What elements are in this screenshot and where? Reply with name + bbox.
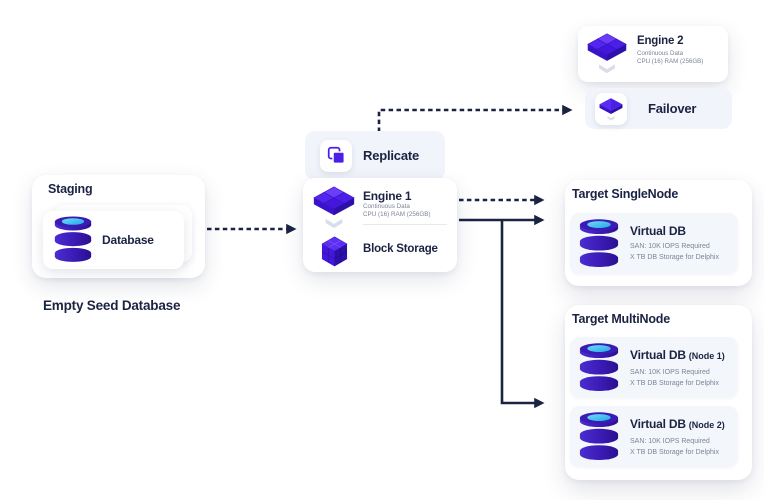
staging-caption: Empty Seed Database [43, 298, 181, 313]
target-multinode-panel: Target MultiNode Virtual DB(Node 1) SAN:… [565, 305, 752, 480]
block-storage-label: Block Storage [363, 243, 438, 255]
target-singlenode-panel: Target SingleNode Virtual DB SAN: 10K IO… [565, 180, 752, 286]
failover-label: Failover [648, 101, 697, 116]
virtualdb-single-line2: X TB DB Storage for Delphix [630, 253, 719, 261]
engine1-subtitle2: CPU (16) RAM (256GB) [363, 211, 431, 218]
target-multinode-title: Target MultiNode [572, 312, 670, 326]
virtualdb-node1-title-row: Virtual DB(Node 1) [630, 346, 725, 364]
database-cylinder-icon [54, 216, 92, 262]
virtualdb-node1-title: Virtual DB [630, 348, 686, 363]
virtualdb-node1-card: Virtual DB(Node 1) SAN: 10K IOPS Require… [570, 337, 738, 398]
virtualdb-node2-text: Virtual DB(Node 2) SAN: 10K IOPS Require… [630, 415, 725, 457]
database-cylinder-icon [579, 411, 619, 460]
failover-icon-tile [595, 92, 627, 125]
virtualdb-node1-line1: SAN: 10K IOPS Required [630, 369, 710, 377]
replicate-label: Replicate [363, 148, 420, 163]
virtualdb-single-title: Virtual DB [630, 224, 686, 239]
staging-db-card: Database [43, 211, 184, 269]
virtualdb-node2-line2: X TB DB Storage for Delphix [630, 448, 719, 456]
virtualdb-node2-line1: SAN: 10K IOPS Required [630, 438, 710, 446]
engine1-title: Engine 1 [363, 189, 412, 203]
engine2-subtitle1: Continuous Data [637, 49, 684, 57]
failover-diamond-icon [599, 97, 623, 120]
virtualdb-single-text: Virtual DB SAN: 10K IOPS Required X TB D… [630, 224, 719, 262]
replicate-card: Replicate [305, 131, 445, 180]
replicate-icon-tile [320, 139, 352, 172]
engine2-title: Engine 2 [637, 35, 684, 47]
staging-title: Staging [48, 182, 93, 196]
engine2-card: Engine 2 Continuous Data CPU (16) RAM (2… [578, 26, 728, 82]
engine1-divider [363, 224, 447, 225]
block-storage-icon [321, 236, 348, 267]
database-cylinder-icon [579, 218, 619, 267]
target-singlenode-title: Target SingleNode [572, 187, 679, 201]
virtualdb-single-card: Virtual DB SAN: 10K IOPS Required X TB D… [570, 213, 738, 274]
engine2-subtitle2: CPU (16) RAM (256GB) [637, 58, 704, 65]
virtualdb-node1-line2: X TB DB Storage for Delphix [630, 379, 719, 387]
engine-stack-icon [313, 186, 355, 229]
copy-squares-icon [327, 146, 345, 164]
arrow-engine1-to-multi-solid [500, 220, 545, 409]
virtualdb-node2-card: Virtual DB(Node 2) SAN: 10K IOPS Require… [570, 406, 738, 467]
engine1-card: Engine 1 Continuous Data CPU (16) RAM (2… [303, 178, 457, 272]
arrow-replicate-to-failover [377, 104, 573, 132]
virtualdb-node2-title-row: Virtual DB(Node 2) [630, 415, 725, 433]
virtualdb-node1-text: Virtual DB(Node 1) SAN: 10K IOPS Require… [630, 346, 725, 388]
virtualdb-single-line1: SAN: 10K IOPS Required [630, 243, 710, 251]
engine-stack-icon [587, 33, 627, 74]
failover-card: Failover [585, 88, 732, 129]
virtualdb-node2-title: Virtual DB [630, 417, 686, 432]
database-cylinder-icon [579, 342, 619, 391]
staging-db-label: Database [102, 233, 154, 247]
virtualdb-node2-suffix: (Node 2) [688, 420, 725, 431]
virtualdb-node1-suffix: (Node 1) [688, 351, 725, 362]
engine1-subtitle1: Continuous Data [363, 203, 410, 210]
